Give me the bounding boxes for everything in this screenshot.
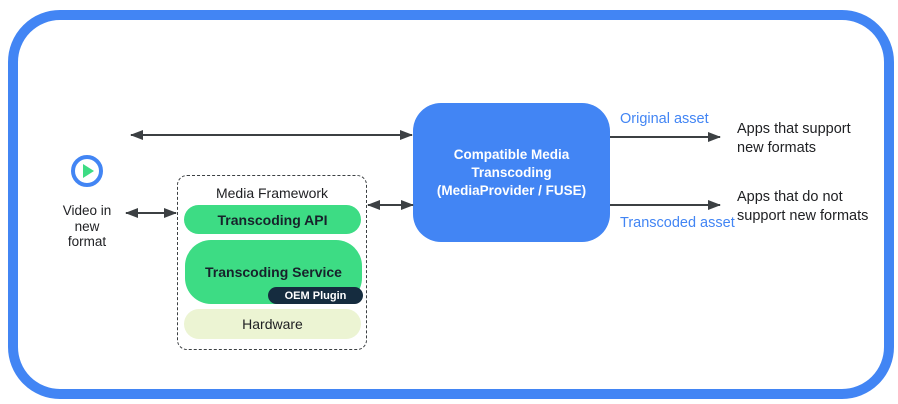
transcoding-api-layer: Transcoding API [184, 205, 361, 234]
compatible-media-transcoding-box: Compatible Media Transcoding (MediaProvi… [413, 103, 610, 242]
hardware-layer: Hardware [184, 309, 361, 339]
bidirectional-arrow-framework-to-transcoder-icon [367, 200, 414, 210]
arrowhead-left-icon [130, 130, 143, 140]
source-video-label: Video in new format [62, 203, 112, 249]
arrow-transcoded-asset-icon [610, 200, 721, 210]
arrowhead-left-icon [125, 208, 138, 218]
bidirectional-arrow-source-to-transcoder-icon [130, 130, 413, 140]
play-triangle-icon [83, 164, 94, 178]
media-framework-title: Media Framework [215, 185, 329, 201]
bidirectional-arrow-source-to-framework-icon [125, 208, 177, 218]
compatible-media-transcoding-label: Compatible Media Transcoding (MediaProvi… [436, 146, 587, 198]
arrowhead-right-icon [401, 200, 414, 210]
play-icon [71, 155, 103, 187]
arrow-original-asset-icon [610, 132, 721, 142]
apps-not-support-new-formats-label: Apps that do not support new formats [737, 189, 869, 224]
diagram-border [8, 10, 894, 399]
media-framework-box: Media Framework Transcoding API Transcod… [177, 175, 367, 350]
arrowhead-right-icon [708, 200, 721, 210]
original-asset-label: Original asset [620, 111, 709, 127]
oem-plugin-badge: OEM Plugin [268, 287, 363, 304]
arrowhead-right-icon [708, 132, 721, 142]
arrowhead-right-icon [400, 130, 413, 140]
arrowhead-right-icon [164, 208, 177, 218]
apps-support-new-formats-label: Apps that support new formats [737, 121, 851, 156]
arrowhead-left-icon [367, 200, 380, 210]
transcoded-asset-label: Transcoded asset [620, 215, 735, 231]
